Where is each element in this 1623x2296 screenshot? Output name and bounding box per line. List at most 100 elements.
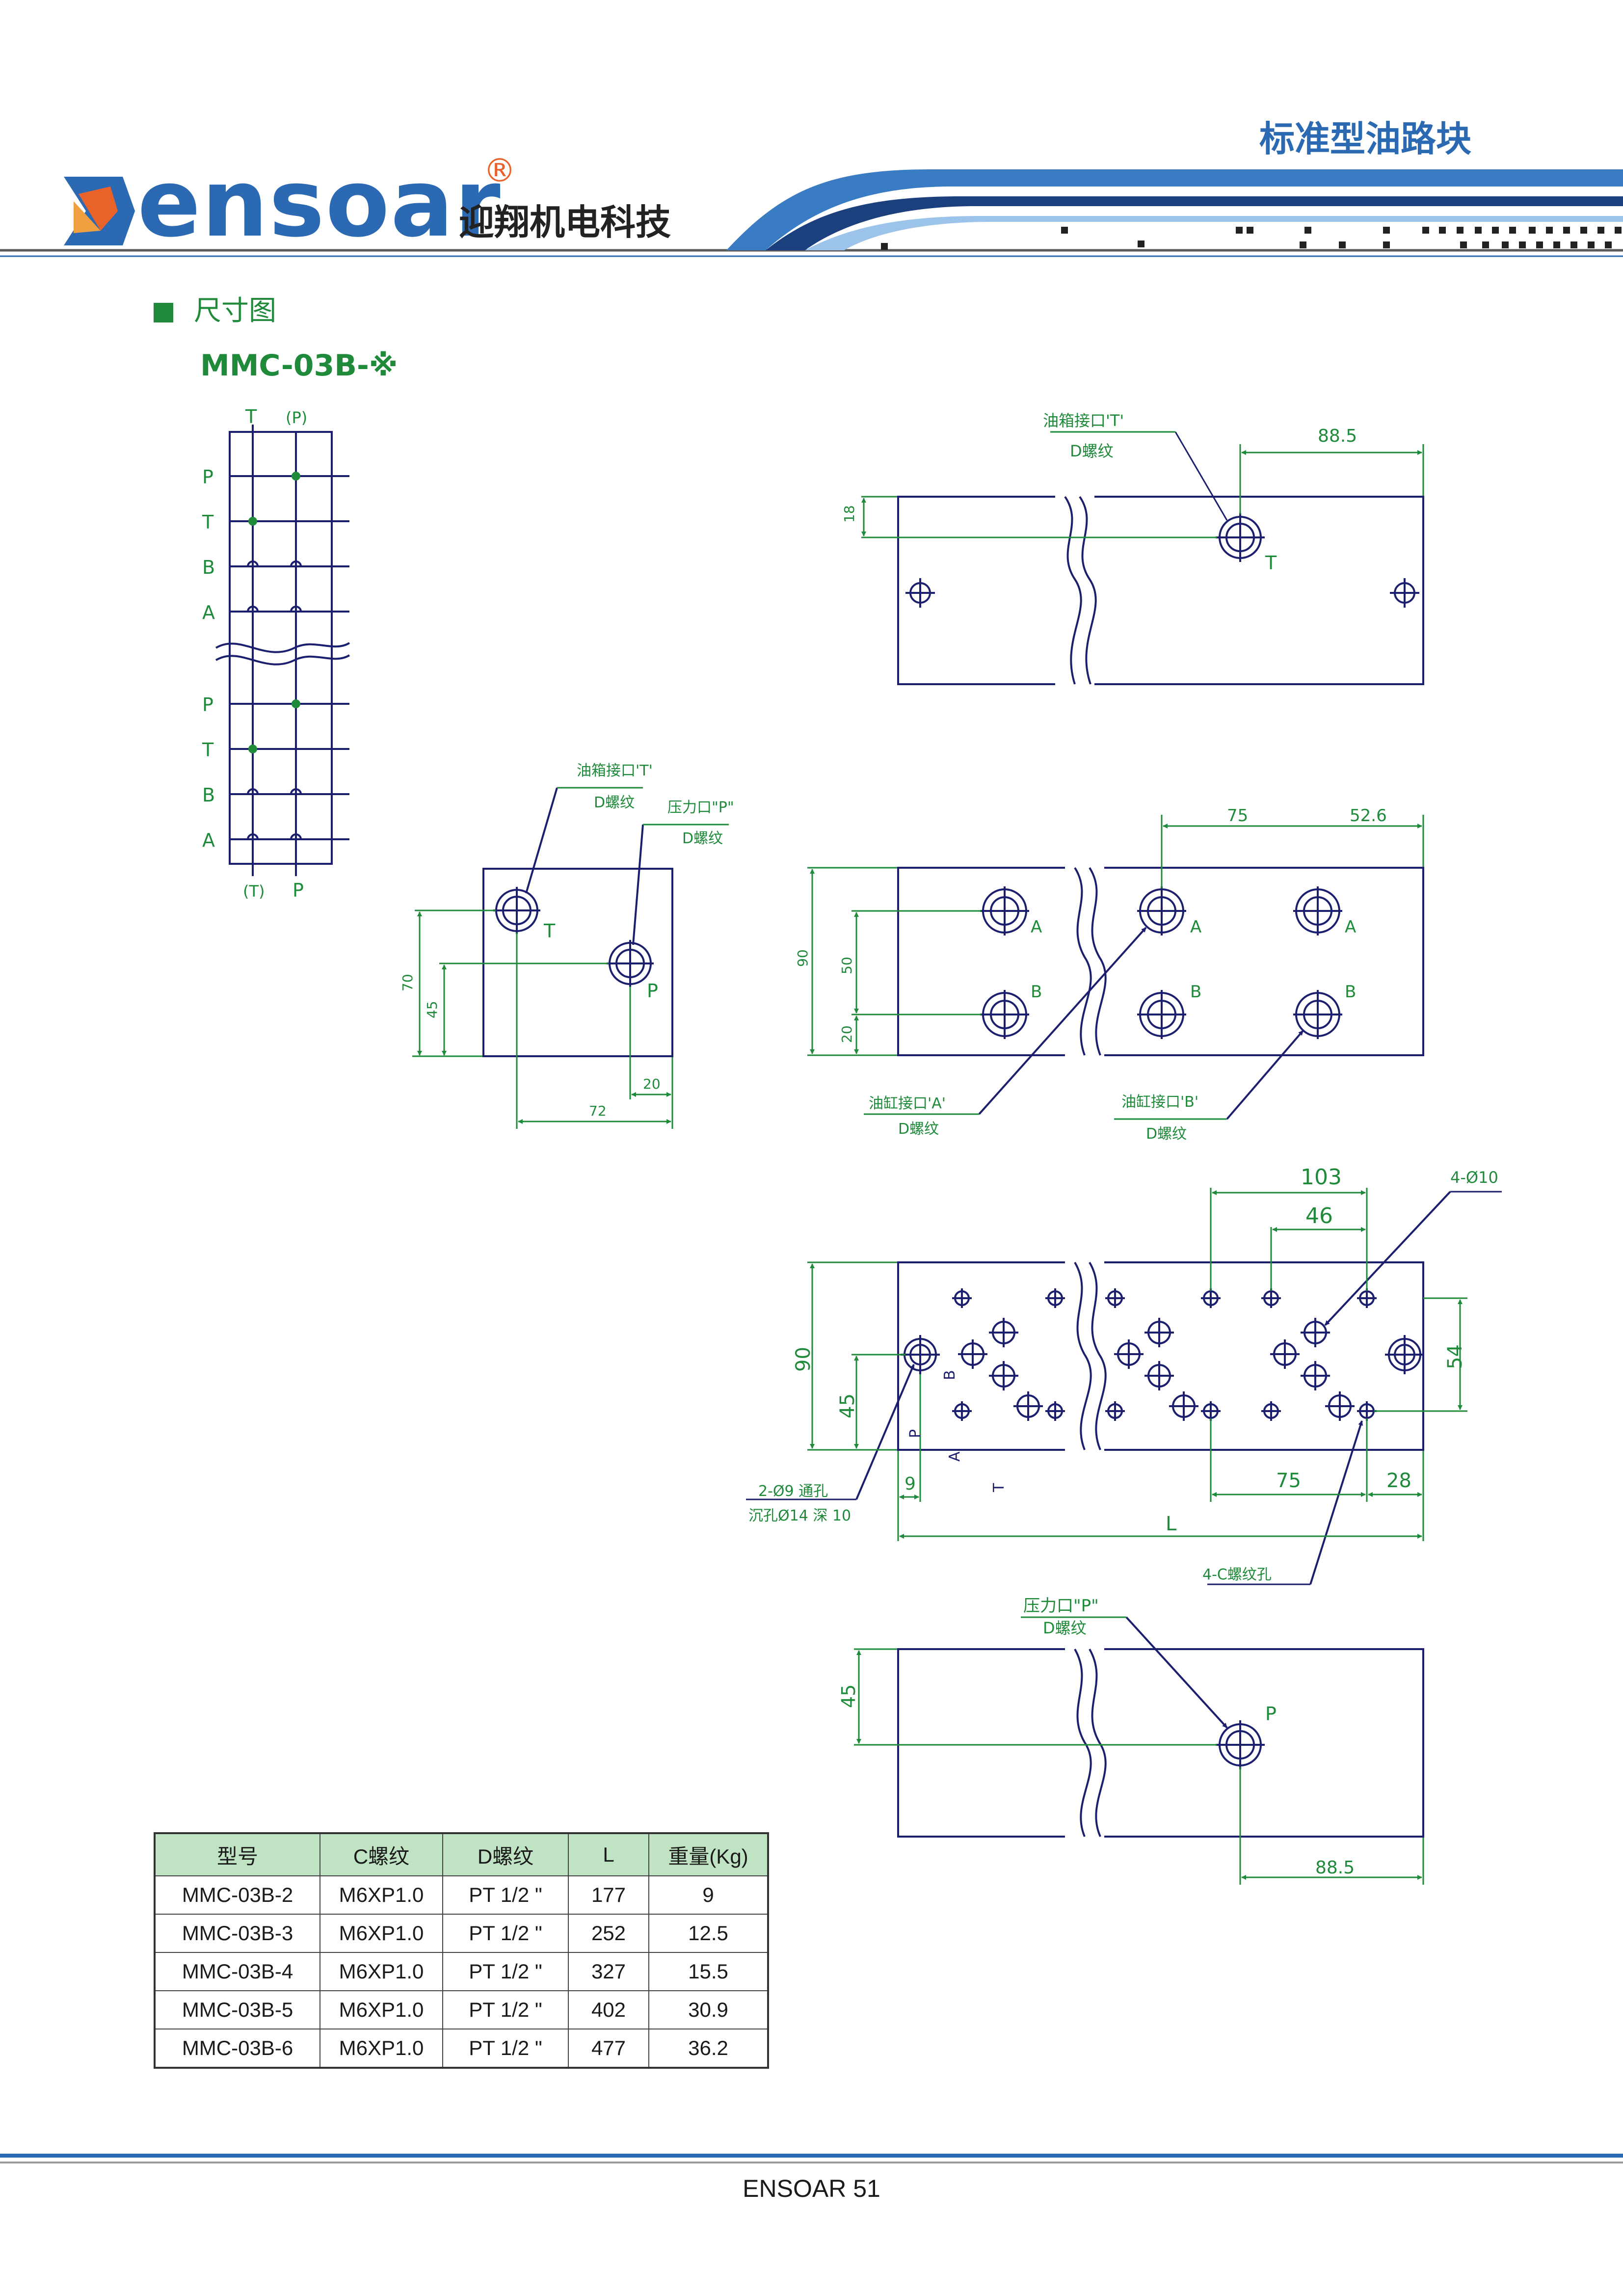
top-view-text: 油箱接口'T' D螺纹 88.5 18 T xyxy=(841,411,1357,574)
cell-c-thread: M6XP1.0 xyxy=(319,1875,443,1915)
valve-pattern-1 xyxy=(952,1288,1065,1421)
cell-d-thread: PT 1/2 " xyxy=(442,1875,569,1915)
mount-label-a: A xyxy=(946,1451,963,1462)
cell-c-thread: M6XP1.0 xyxy=(319,1990,443,2029)
footer-rule xyxy=(0,2154,1623,2163)
header-model: 型号 xyxy=(154,1833,320,1876)
section-heading: 尺寸图 MMC-03B-※ xyxy=(154,295,398,383)
cell-c-thread: M6XP1.0 xyxy=(319,1914,443,1953)
mount-view-dims xyxy=(746,1188,1502,1585)
side-port-t: T xyxy=(543,920,556,942)
front-port-a-2 xyxy=(1137,886,1186,935)
front-label-b-1: B xyxy=(1031,982,1042,1002)
bottom-callout-line1: 压力口"P" xyxy=(1023,1596,1099,1616)
cell-model: MMC-03B-5 xyxy=(154,1990,320,2029)
front-label-a-1: A xyxy=(1031,917,1042,937)
top-callout-line2: D螺纹 xyxy=(1070,442,1114,460)
side-port-p: P xyxy=(647,980,658,1002)
side-dim-45: 45 xyxy=(424,1001,440,1018)
cell-weight: 9 xyxy=(648,1875,769,1915)
schematic-bottom-t: (T) xyxy=(243,882,265,901)
bottom-callout-line2: D螺纹 xyxy=(1043,1619,1087,1637)
header-c-thread: C螺纹 xyxy=(319,1833,443,1876)
header: ensoar ® 迎翔机电科技 标准型油路块 xyxy=(0,118,1623,258)
cell-model: MMC-03B-4 xyxy=(154,1952,320,1991)
front-port-b-2 xyxy=(1137,990,1186,1039)
table-row: MMC-03B-4 M6XP1.0 PT 1/2 " 327 15.5 xyxy=(154,1952,769,1991)
mount-dim-103: 103 xyxy=(1301,1165,1342,1190)
brand-name-cn: 迎翔机电科技 xyxy=(459,202,671,243)
model-title: MMC-03B-※ xyxy=(200,348,398,383)
top-dim-18: 18 xyxy=(841,505,857,523)
registered-mark: ® xyxy=(483,152,516,189)
side-view-text: 油箱接口'T' D螺纹 压力口"P" D螺纹 T P 70 45 20 72 xyxy=(399,762,734,1119)
cell-length: 327 xyxy=(568,1952,649,1991)
front-label-b-3: B xyxy=(1345,982,1356,1002)
schematic-row-7: B xyxy=(202,784,215,806)
table-row: MMC-03B-6 M6XP1.0 PT 1/2 " 477 36.2 xyxy=(154,2029,769,2068)
bottom-view-text: 压力口"P" D螺纹 45 88.5 P xyxy=(838,1596,1355,1878)
front-callout-b-line1: 油缸接口'B' xyxy=(1121,1094,1198,1111)
front-view-text: 75 52.6 90 50 20 A A A B B B 油缸接口'A' D螺纹… xyxy=(795,806,1387,1143)
top-port-t: T xyxy=(1265,552,1277,574)
cell-length: 402 xyxy=(568,1990,649,2029)
cell-model: MMC-03B-6 xyxy=(154,2029,320,2068)
front-label-b-2: B xyxy=(1190,982,1201,1002)
front-dim-52-6: 52.6 xyxy=(1350,806,1387,826)
cell-c-thread: M6XP1.0 xyxy=(319,1952,443,1991)
mount-label-p: P xyxy=(907,1429,924,1438)
mount-thread-holes: 4-C螺纹孔 xyxy=(1202,1566,1272,1583)
hydraulic-schematic xyxy=(215,425,350,876)
mount-dim-75: 75 xyxy=(1276,1469,1301,1492)
mount-label-b: B xyxy=(941,1370,958,1380)
front-port-b-1 xyxy=(980,990,1029,1039)
mount-dim-46: 46 xyxy=(1305,1203,1333,1228)
table-row: MMC-03B-3 M6XP1.0 PT 1/2 " 252 12.5 xyxy=(154,1914,769,1953)
schematic-row-1: P xyxy=(202,466,213,488)
front-dim-75: 75 xyxy=(1227,806,1248,826)
schematic-row-2: T xyxy=(202,511,214,533)
front-label-a-3: A xyxy=(1345,917,1356,937)
table-row: MMC-03B-5 M6XP1.0 PT 1/2 " 402 30.9 xyxy=(154,1990,769,2029)
brand-name: ensoar xyxy=(137,149,502,258)
valve-pattern-3 xyxy=(1261,1288,1377,1421)
spec-table: 型号 C螺纹 D螺纹 L 重量(Kg) MMC-03B-2 M6XP1.0 PT… xyxy=(154,1832,769,2069)
schematic-top-t: T xyxy=(245,406,257,427)
top-view xyxy=(897,493,1424,688)
schematic-labels: T (P) P T B A P T B A (T) P xyxy=(202,406,307,901)
valve-pattern-2 xyxy=(1105,1288,1221,1421)
side-callout-t-line2: D螺纹 xyxy=(594,794,635,811)
top-dim-88-5: 88.5 xyxy=(1318,426,1357,446)
mount-dim-54: 54 xyxy=(1444,1344,1466,1369)
bottom-view xyxy=(897,1616,1424,1840)
front-port-a-1 xyxy=(980,886,1029,935)
ensoar-logo-mark xyxy=(64,177,135,245)
front-callout-a-line1: 油缸接口'A' xyxy=(869,1095,946,1112)
side-callout-t-line1: 油箱接口'T' xyxy=(577,762,653,779)
mount-view-text: 103 46 4-Ø10 90 45 54 9 75 28 L 2-Ø9 通孔 … xyxy=(748,1165,1498,1583)
bottom-dim-88-5: 88.5 xyxy=(1315,1858,1355,1878)
cell-model: MMC-03B-2 xyxy=(154,1875,320,1915)
front-view-dims xyxy=(807,815,1424,1120)
mount-dim-28: 28 xyxy=(1386,1469,1411,1492)
schematic-top-p: (P) xyxy=(286,408,307,427)
mount-rotated-labels: B P A T xyxy=(907,1370,1008,1493)
cell-model: MMC-03B-3 xyxy=(154,1914,320,1953)
mount-holes-label: 4-Ø10 xyxy=(1450,1168,1498,1187)
mount-through-hole-line1: 2-Ø9 通孔 xyxy=(758,1483,828,1500)
cell-c-thread: M6XP1.0 xyxy=(319,2029,443,2068)
table-row: MMC-03B-2 M6XP1.0 PT 1/2 " 177 9 xyxy=(154,1875,769,1915)
cell-d-thread: PT 1/2 " xyxy=(442,2029,569,2068)
cell-d-thread: PT 1/2 " xyxy=(442,1914,569,1953)
schematic-junctions xyxy=(248,472,300,753)
mount-dim-9: 9 xyxy=(905,1474,916,1494)
table-header-row: 型号 C螺纹 D螺纹 L 重量(Kg) xyxy=(154,1833,769,1876)
front-label-a-2: A xyxy=(1190,917,1201,937)
schematic-row-5: P xyxy=(202,694,213,716)
bottom-dim-45: 45 xyxy=(838,1684,859,1708)
schematic-row-8: A xyxy=(202,829,215,851)
front-dim-20: 20 xyxy=(839,1025,855,1043)
side-dim-20: 20 xyxy=(643,1076,661,1092)
schematic-bottom-p: P xyxy=(293,880,304,901)
